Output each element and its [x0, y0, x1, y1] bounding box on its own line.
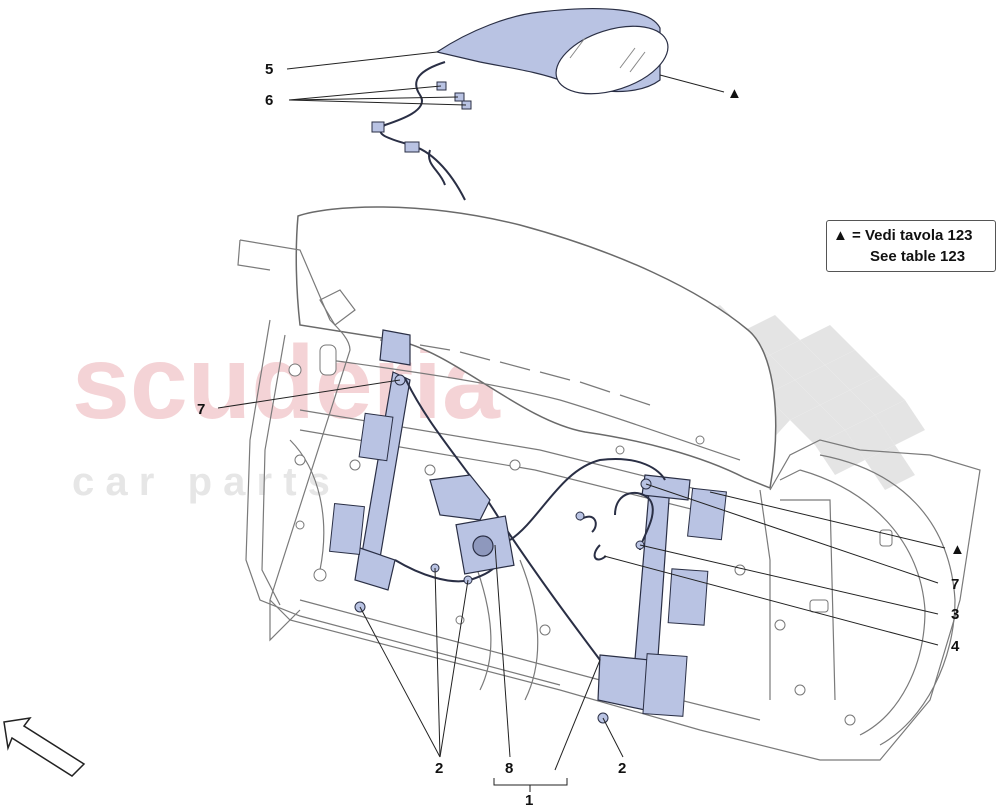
callout-triangle-right-icon: ▲ — [950, 541, 965, 558]
watermark-subtitle: c a r p a r t s — [72, 460, 330, 504]
door-mirror — [371, 7, 669, 201]
door-glass — [295, 206, 777, 490]
reference-vedi: = Vedi tavola 123 — [852, 227, 973, 244]
window-regulator — [354, 329, 691, 711]
triangle-icon: ▲ — [833, 227, 848, 244]
window-motor — [429, 474, 515, 575]
callout-triangle-top-icon: ▲ — [727, 85, 742, 102]
callout-3: 3 — [951, 606, 959, 623]
callout-2-left: 2 — [435, 760, 443, 777]
callout-2-right: 2 — [618, 760, 626, 777]
callout-8: 8 — [505, 760, 513, 777]
regulator-pads — [329, 412, 727, 717]
callout-7-left: 7 — [197, 401, 205, 418]
callout-4: 4 — [951, 638, 960, 655]
front-direction-arrow-icon — [3, 716, 86, 777]
leader-lines — [217, 51, 946, 792]
reference-box: ▲ = Vedi tavola 123 See table 123 — [826, 220, 996, 272]
door-panel — [237, 239, 981, 761]
reference-line-1: ▲ = Vedi tavola 123 — [833, 227, 973, 244]
reference-line-2: See table 123 — [870, 248, 966, 265]
callout-1: 1 — [525, 792, 533, 808]
callout-5: 5 — [265, 61, 273, 78]
callout-6: 6 — [265, 92, 273, 109]
callout-7-right: 7 — [951, 576, 959, 593]
door-detail-holes — [288, 344, 893, 726]
